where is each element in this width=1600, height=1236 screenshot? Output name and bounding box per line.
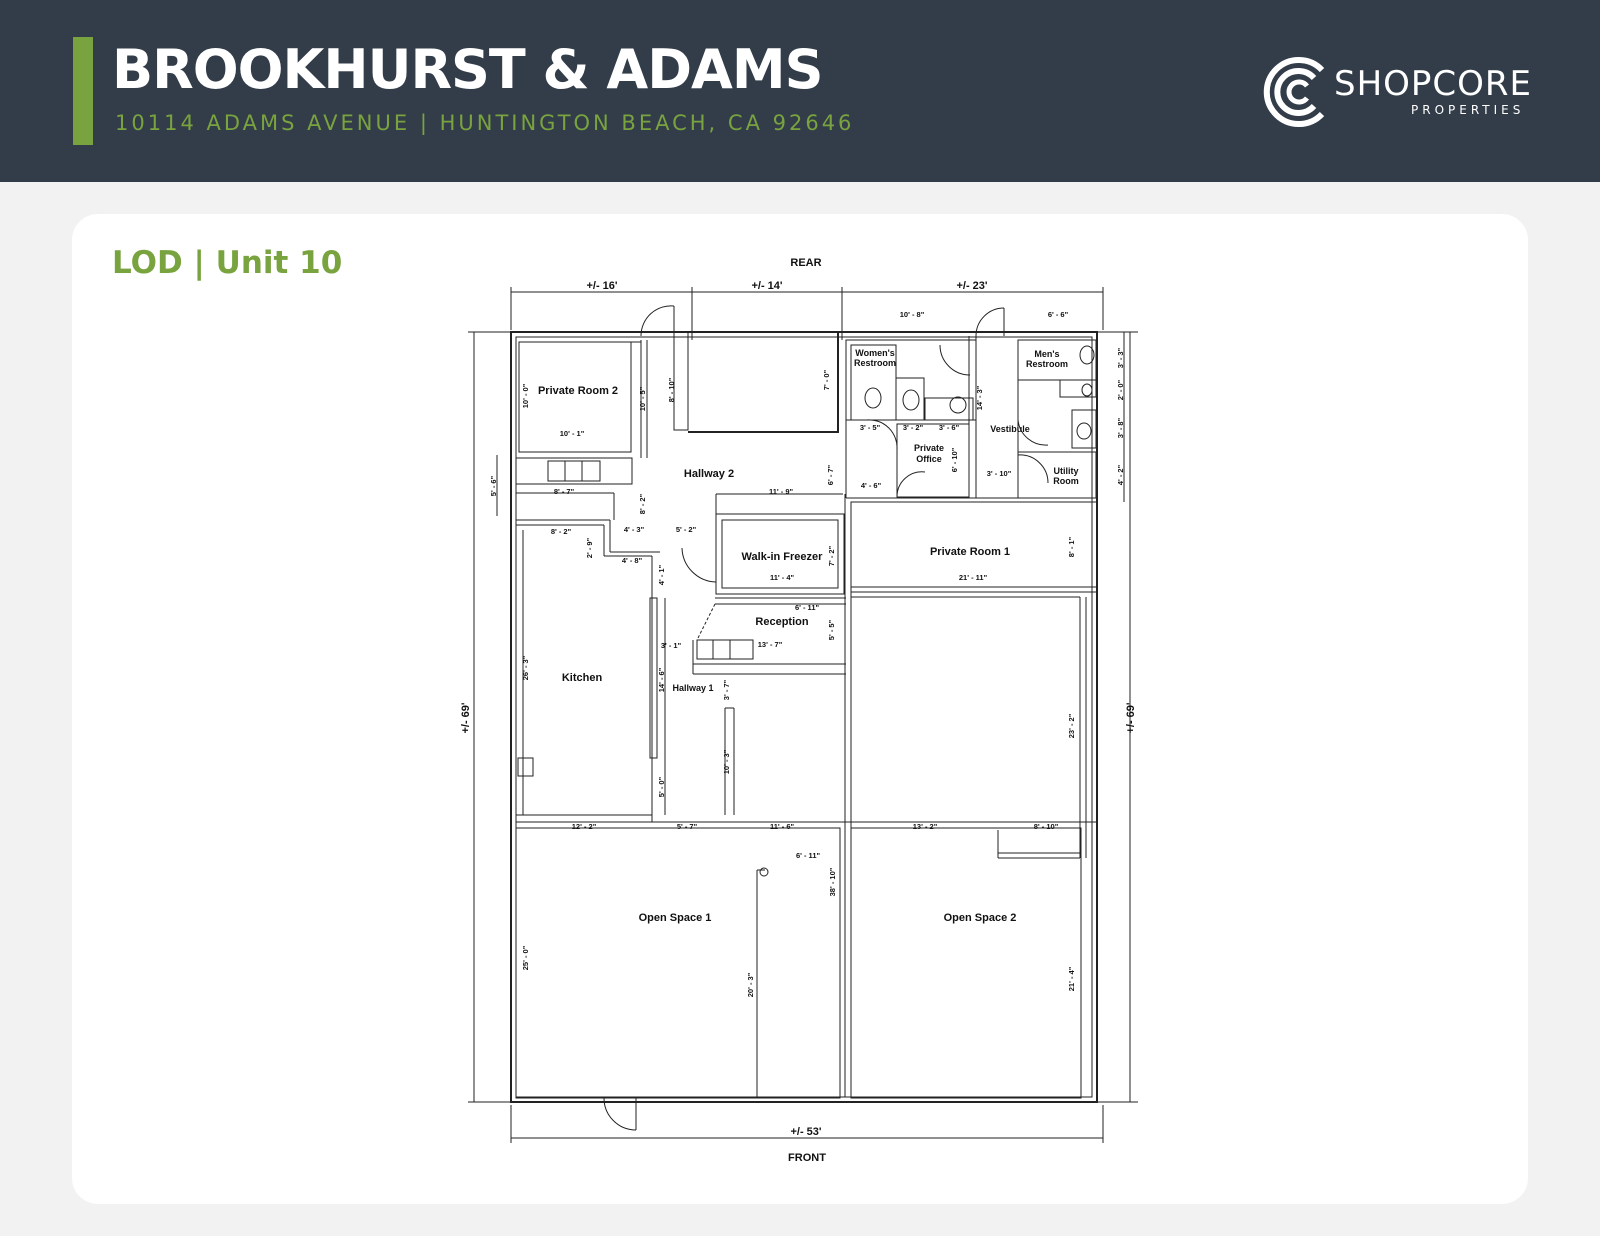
- dim-label: 4' - 1": [657, 564, 666, 585]
- dim-label: 7' - 2": [827, 545, 836, 566]
- room-private-office-line1: Private: [914, 443, 944, 453]
- rear-label: REAR: [790, 257, 821, 269]
- dim-label: 5' - 6": [489, 475, 498, 496]
- property-title: BROOKHURST & ADAMS: [112, 38, 823, 101]
- dim-label: 21' - 11": [959, 573, 988, 582]
- dim-label: 8' - 1": [1067, 536, 1076, 557]
- floorplan-card: [72, 214, 1528, 1204]
- room-mens-restroom-line1: Men's: [1034, 349, 1059, 359]
- dim-label: 6' - 6": [1048, 310, 1069, 319]
- dim-label: 4' - 2": [1116, 464, 1125, 485]
- room-hallway-1: Hallway 1: [672, 683, 713, 693]
- dim-label: 10' - 0": [521, 383, 530, 408]
- room-womens-restroom-line1: Women's: [855, 348, 894, 358]
- room-open-space-1: Open Space 1: [639, 912, 712, 924]
- dim-label: 26' - 3": [521, 655, 530, 680]
- dim-label: 13' - 2": [913, 822, 938, 831]
- dim-top-1: +/- 16': [586, 280, 617, 292]
- property-address: 10114 ADAMS AVENUE | HUNTINGTON BEACH, C…: [115, 111, 855, 135]
- dim-label: 38' - 10": [828, 867, 837, 896]
- shopcore-logo-icon: [1263, 57, 1325, 127]
- dim-label: 23' - 2": [1067, 713, 1076, 738]
- dim-label: 3' - 2": [903, 423, 924, 432]
- dim-label: 2' - 9": [585, 537, 594, 558]
- dim-label: 3' - 8": [1116, 417, 1125, 438]
- room-private-office-line2: Office: [916, 454, 942, 464]
- dim-label: 10' - 3": [722, 749, 731, 774]
- dim-right: +/- 69': [1125, 702, 1137, 733]
- dim-label: 5' - 5": [827, 619, 836, 640]
- dim-label: 11' - 9": [769, 487, 794, 496]
- dim-label: 8' - 10": [667, 377, 676, 402]
- dim-label: 10' - 8": [900, 310, 925, 319]
- dim-label: 6' - 11": [796, 851, 821, 860]
- dim-label: 12' - 2": [572, 822, 597, 831]
- dim-label: 21' - 4": [1067, 966, 1076, 991]
- dim-label: 3' - 6": [939, 423, 960, 432]
- room-walk-in-freezer: Walk-in Freezer: [742, 551, 824, 563]
- dim-label: 4' - 6": [861, 481, 882, 490]
- room-womens-restroom-line2: Restroom: [854, 358, 896, 368]
- dim-label: 6' - 10": [950, 447, 959, 472]
- room-vestibule: Vestibule: [990, 424, 1030, 434]
- accent-bar: [73, 37, 93, 145]
- dim-label: 7' - 0": [822, 369, 831, 390]
- dim-label: 20' - 3": [746, 972, 755, 997]
- logo-subtext: PROPERTIES: [1411, 103, 1525, 117]
- room-hallway-2: Hallway 2: [684, 468, 734, 480]
- dim-label: 5' - 0": [657, 776, 666, 797]
- dim-label: 11' - 4": [770, 573, 795, 582]
- room-mens-restroom-line2: Restroom: [1026, 359, 1068, 369]
- dim-label: 3' - 3": [1116, 347, 1125, 368]
- dim-label: 3' - 1": [661, 641, 682, 650]
- dim-label: 8' - 2": [638, 493, 647, 514]
- room-private-room-2: Private Room 2: [538, 385, 618, 397]
- room-kitchen: Kitchen: [562, 672, 603, 684]
- room-private-room-1: Private Room 1: [930, 546, 1010, 558]
- dim-bottom: +/- 53': [790, 1126, 821, 1138]
- dim-label: 11' - 6": [770, 822, 795, 831]
- dim-label: 6' - 11": [795, 603, 820, 612]
- dim-label: 10' - 5": [638, 386, 647, 411]
- dim-top-3: +/- 23': [956, 280, 987, 292]
- dim-label: 8' - 2": [551, 527, 572, 536]
- header-bar: [0, 0, 1600, 182]
- room-utility-line2: Room: [1053, 476, 1079, 486]
- dim-label: 3' - 5": [860, 423, 881, 432]
- dim-label: 14' - 6": [657, 667, 666, 692]
- dim-label: 3' - 10": [987, 469, 1012, 478]
- logo-wordmark: SHOPCORE: [1334, 64, 1533, 104]
- room-open-space-2: Open Space 2: [944, 912, 1017, 924]
- room-utility-line1: Utility: [1053, 466, 1078, 476]
- dim-label: 8' - 10": [1034, 822, 1059, 831]
- dim-label: 4' - 8": [622, 556, 643, 565]
- front-label: FRONT: [788, 1152, 826, 1164]
- dim-label: 5' - 7": [677, 822, 698, 831]
- dim-label: 2' - 0": [1116, 379, 1125, 400]
- dim-label: 25' - 0": [521, 945, 530, 970]
- dim-label: 5' - 2": [676, 525, 697, 534]
- plan-title: LOD | Unit 10: [112, 245, 343, 281]
- dim-label: 10' - 1": [560, 429, 585, 438]
- dim-label: 6' - 7": [826, 464, 835, 485]
- dim-left: +/- 69': [460, 702, 472, 733]
- dim-label: 13' - 7": [758, 640, 783, 649]
- dim-label: 14' - 3": [975, 385, 984, 410]
- dim-top-2: +/- 14': [751, 280, 782, 292]
- dim-label: 3' - 7": [722, 679, 731, 700]
- dim-label: 8' - 7": [554, 487, 575, 496]
- dim-label: 4' - 3": [624, 525, 645, 534]
- room-reception: Reception: [755, 616, 808, 628]
